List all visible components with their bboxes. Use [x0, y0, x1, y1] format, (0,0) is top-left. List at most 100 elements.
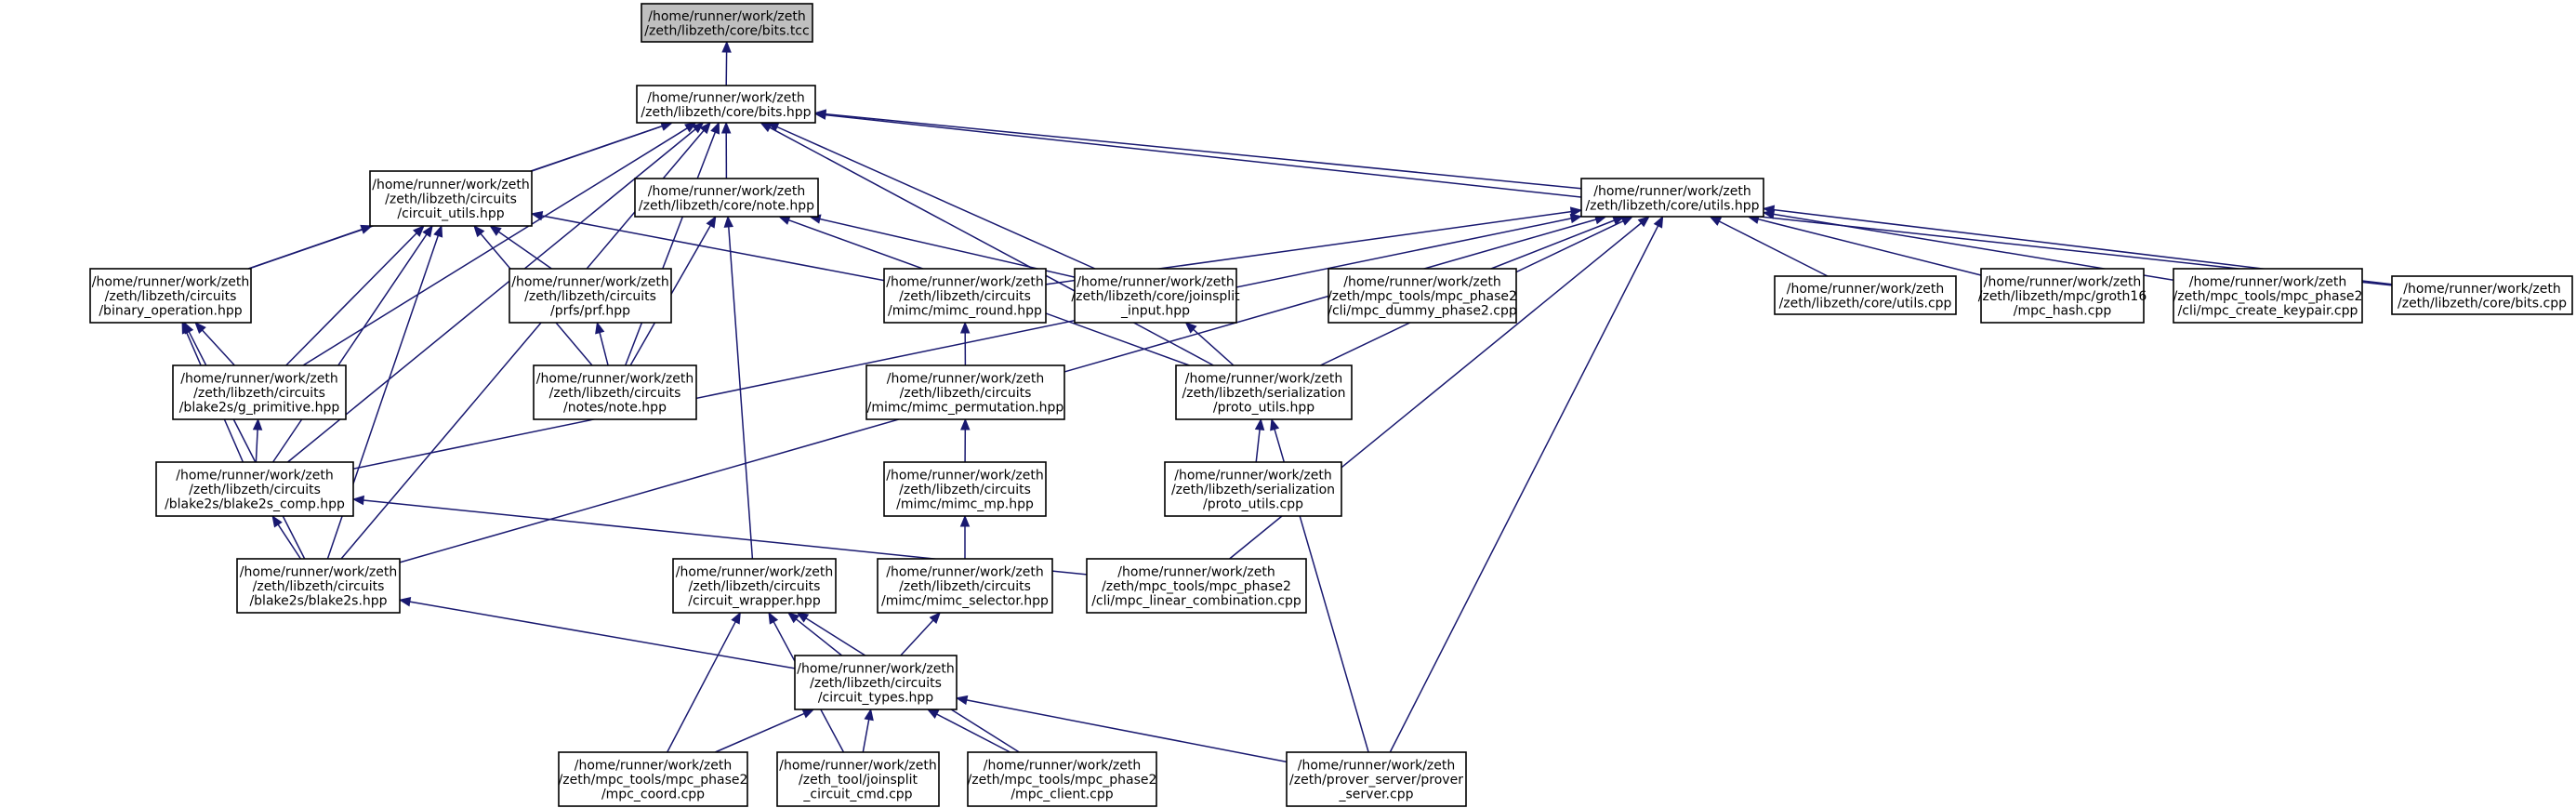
edge-line [1758, 218, 1982, 276]
node-box[interactable] [155, 461, 354, 517]
edge-mpc_hash-to-utils_hpp [1747, 214, 1982, 276]
arrow-head-icon [801, 709, 815, 719]
node-mimc_selector[interactable]: /home/runner/work/zeth/zeth/libzeth/circ… [877, 558, 1053, 614]
node-mimc_mp[interactable]: /home/runner/work/zeth/zeth/libzeth/circ… [883, 461, 1047, 517]
node-box[interactable] [236, 558, 401, 614]
node-proto_utils_cpp[interactable]: /home/runner/work/zeth/zeth/libzeth/seri… [1164, 461, 1342, 517]
node-label-line: /mpc_client.cpp [1011, 788, 1113, 802]
node-label-line: /home/runner/work/zeth [886, 565, 1044, 580]
node-box[interactable] [883, 461, 1047, 517]
node-box[interactable] [776, 751, 940, 807]
node-mimc_permutation[interactable]: /home/runner/work/zeth/zeth/libzeth/circ… [865, 364, 1065, 420]
edge-line [769, 126, 1214, 366]
node-box[interactable] [967, 751, 1157, 807]
node-blake2s_comp[interactable]: /home/runner/work/zeth/zeth/libzeth/circ… [155, 461, 354, 517]
node-box[interactable] [558, 751, 748, 807]
node-box[interactable] [865, 364, 1065, 420]
node-box[interactable] [89, 268, 252, 324]
node-box[interactable] [641, 3, 813, 43]
node-box[interactable] [533, 364, 697, 420]
arrow-head-icon [530, 210, 544, 221]
node-label-line: /zeth/libzeth/circuits [689, 579, 821, 594]
node-box[interactable] [672, 558, 837, 614]
node-label-line: /cli/mpc_create_keypair.cpp [2178, 304, 2358, 319]
node-label-line: /blake2s/g_primitive.hpp [179, 401, 340, 416]
node-box[interactable] [1980, 268, 2145, 324]
edge-proto_utils_hpp-to-bits_hpp [760, 122, 1214, 366]
node-circuit_wrapper[interactable]: /home/runner/work/zeth/zeth/libzeth/circ… [672, 558, 837, 614]
node-bits_cpp[interactable]: /home/runner/work/zeth/zeth/libzeth/core… [2391, 275, 2573, 315]
node-prf_hpp[interactable]: /home/runner/work/zeth/zeth/libzeth/circ… [509, 268, 672, 324]
node-label-line: /zeth/libzeth/core/utils.hpp [1585, 198, 1759, 213]
node-mpc_dummy_phase2[interactable]: /home/runner/work/zeth/zeth/mpc_tools/mp… [1328, 268, 1517, 324]
arrow-head-icon [489, 225, 502, 236]
node-circuit_types[interactable]: /home/runner/work/zeth/zeth/libzeth/circ… [794, 655, 958, 710]
node-box[interactable] [636, 85, 816, 124]
node-box[interactable] [634, 178, 819, 218]
edge-line [277, 523, 302, 560]
node-box[interactable] [1086, 558, 1307, 614]
node-label-line: /zeth/libzeth/circuits [193, 386, 325, 401]
node-box[interactable] [1774, 275, 1957, 315]
node-note_note[interactable]: /home/runner/work/zeth/zeth/libzeth/circ… [533, 364, 697, 420]
node-mimc_round[interactable]: /home/runner/work/zeth/zeth/libzeth/circ… [883, 268, 1047, 324]
node-bits_tcc[interactable]: /home/runner/work/zeth/zeth/libzeth/core… [641, 3, 813, 43]
node-label-line: _circuit_cmd.cpp [802, 788, 912, 802]
arrow-head-icon [786, 612, 800, 624]
node-box[interactable] [1164, 461, 1342, 517]
edge-line [302, 127, 688, 366]
arrow-head-icon [398, 596, 412, 607]
node-mpc_create_keypair[interactable]: /home/runner/work/zeth/zeth/mpc_tools/mp… [2173, 268, 2363, 324]
node-box[interactable] [1286, 751, 1467, 807]
node-label-line: /circuit_utils.hpp [397, 206, 504, 221]
arrow-head-icon [926, 709, 940, 719]
arrow-head-icon [684, 122, 697, 133]
node-box[interactable] [883, 268, 1047, 324]
node-blake2s_hpp[interactable]: /home/runner/work/zeth/zeth/libzeth/circ… [236, 558, 401, 614]
node-binary_operation[interactable]: /home/runner/work/zeth/zeth/libzeth/circ… [89, 268, 252, 324]
node-label-line: /home/runner/work/zeth [180, 372, 338, 387]
node-label-line: _server.cpp [1339, 788, 1414, 802]
node-label-line: /proto_utils.hpp [1213, 401, 1314, 416]
node-box[interactable] [794, 655, 958, 710]
node-note_hpp[interactable]: /home/runner/work/zeth/zeth/libzeth/core… [634, 178, 819, 218]
node-label-line: /home/runner/work/zeth [1174, 469, 1332, 483]
node-box[interactable] [509, 268, 672, 324]
edge-proto_utils_hpp-to-joinsplit_input [1184, 322, 1235, 366]
node-mpc_hash[interactable]: /home/runner/work/zeth/zeth/libzeth/mpc/… [1978, 268, 2147, 324]
node-bits_hpp[interactable]: /home/runner/work/zeth/zeth/libzeth/core… [636, 85, 816, 124]
node-mpc_coord[interactable]: /home/runner/work/zeth/zeth/mpc_tools/mp… [558, 751, 748, 807]
arrow-head-icon [351, 495, 364, 506]
node-utils_hpp[interactable]: /home/runner/work/zeth/zeth/libzeth/core… [1580, 178, 1764, 218]
arrow-head-icon [1637, 216, 1650, 228]
node-box[interactable] [369, 170, 533, 227]
node-utils_cpp[interactable]: /home/runner/work/zeth/zeth/libzeth/core… [1774, 275, 1957, 315]
node-g_primitive[interactable]: /home/runner/work/zeth/zeth/libzeth/circ… [172, 364, 347, 420]
node-label-line: /mimc/mimc_round.hpp [888, 304, 1042, 319]
node-mpc_client[interactable]: /home/runner/work/zeth/zeth/mpc_tools/mp… [967, 751, 1157, 807]
node-label-line: /home/runner/work/zeth [887, 372, 1045, 387]
node-joinsplit_circuit_cmd[interactable]: /home/runner/work/zeth/zeth_tool/joinspl… [776, 751, 940, 807]
node-prover_server[interactable]: /home/runner/work/zeth/zeth/prover_serve… [1286, 751, 1467, 807]
node-box[interactable] [1175, 364, 1353, 420]
node-proto_utils_hpp[interactable]: /home/runner/work/zeth/zeth/libzeth/seri… [1175, 364, 1353, 420]
node-circuit_utils[interactable]: /home/runner/work/zeth/zeth/libzeth/circ… [369, 170, 533, 227]
edge-mimc_selector-to-mimc_mp [959, 514, 971, 559]
node-box[interactable] [2391, 275, 2573, 315]
edge-line [625, 132, 716, 366]
node-label-line: /home/runner/work/zeth [536, 372, 694, 387]
edge-note_note-to-bits_hpp [625, 121, 720, 366]
arrow-head-icon [473, 224, 485, 238]
node-label-line: /blake2s/blake2s_comp.hpp [165, 497, 345, 512]
node-box[interactable] [1580, 178, 1764, 218]
node-joinsplit_input[interactable]: /home/runner/work/zeth/zeth/libzeth/core… [1071, 268, 1240, 324]
node-label-line: /zeth/libzeth/core/joinsplit [1071, 289, 1240, 304]
edge-mimc_permutation-to-mimc_round [959, 321, 971, 366]
node-box[interactable] [1074, 268, 1237, 324]
node-box[interactable] [172, 364, 347, 420]
arrow-head-icon [1569, 213, 1583, 224]
node-box[interactable] [2173, 268, 2363, 324]
node-box[interactable] [1328, 268, 1517, 324]
node-box[interactable] [877, 558, 1053, 614]
node-mpc_linear_combination[interactable]: /home/runner/work/zeth/zeth/mpc_tools/mp… [1086, 558, 1307, 614]
